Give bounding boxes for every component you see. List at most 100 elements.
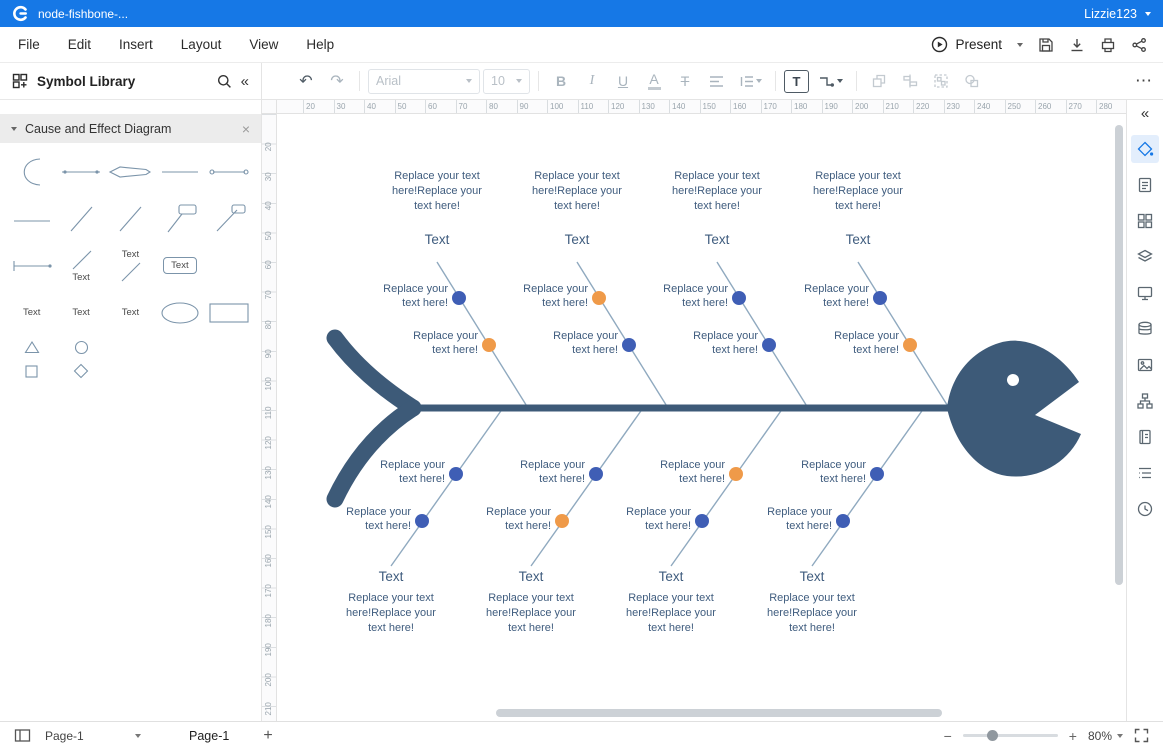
bottom-branch-line-3[interactable] xyxy=(671,408,783,566)
font-family-select[interactable]: Arial xyxy=(368,69,480,94)
collapse-library-icon[interactable]: « xyxy=(241,74,249,89)
shape-thumb-text-1[interactable]: Text xyxy=(8,290,55,335)
library-section-header[interactable]: Cause and Effect Diagram × xyxy=(0,114,261,143)
drawing-canvas[interactable]: Replace your text here! Replace your text… xyxy=(277,114,1126,721)
outline-icon[interactable] xyxy=(1131,459,1159,487)
shape-thumb-branch-box[interactable] xyxy=(206,196,253,241)
line-spacing-button[interactable] xyxy=(733,68,767,94)
fish-head[interactable] xyxy=(947,341,1081,477)
cause-dot[interactable] xyxy=(695,514,709,528)
present-options-caret-icon[interactable] xyxy=(1017,43,1023,47)
shape-combine-icon[interactable] xyxy=(958,68,986,94)
shape-thumb-line-thin[interactable] xyxy=(8,196,55,241)
horizontal-scrollbar[interactable] xyxy=(496,709,942,717)
branch-title[interactable]: Text xyxy=(765,569,859,584)
shape-thumb-branch-text[interactable]: Text xyxy=(57,243,104,288)
menu-item[interactable]: Insert xyxy=(105,37,167,52)
cause-dot[interactable] xyxy=(732,291,746,305)
underline-button[interactable]: U xyxy=(609,68,637,94)
sub-branch-label[interactable]: Replace your text here! xyxy=(641,459,725,486)
shape-thumb-line-endpoints[interactable] xyxy=(206,149,253,194)
branch-title[interactable]: Text xyxy=(624,569,718,584)
cause-dot[interactable] xyxy=(555,514,569,528)
strikethrough-button[interactable]: T xyxy=(671,68,699,94)
sub-branch-label[interactable]: Replace your text here! xyxy=(467,506,551,533)
fullscreen-icon[interactable] xyxy=(1134,728,1149,743)
menu-item[interactable]: Help xyxy=(292,37,348,52)
sub-branch-label[interactable]: Replace your text here! xyxy=(607,506,691,533)
shape-thumb-text-2[interactable]: Text xyxy=(57,290,104,335)
branch-title[interactable]: Text xyxy=(484,569,578,584)
search-icon[interactable] xyxy=(217,74,232,89)
sub-branch-label[interactable]: Replace your text here! xyxy=(785,283,869,310)
cause-dot[interactable] xyxy=(622,338,636,352)
italic-button[interactable]: I xyxy=(578,68,606,94)
sub-branch-label[interactable]: Replace your text here! xyxy=(815,330,899,357)
cause-dot[interactable] xyxy=(452,291,466,305)
sub-branch-label[interactable]: Replace your text here! xyxy=(504,283,588,310)
shape-thumb-spine[interactable] xyxy=(107,149,154,194)
sub-branch-label[interactable]: Replace your text here! xyxy=(674,330,758,357)
shape-thumb-triangle[interactable] xyxy=(8,337,55,357)
redo-button[interactable]: ↷ xyxy=(323,68,351,94)
zoom-in-button[interactable]: + xyxy=(1069,728,1077,744)
cause-dot[interactable] xyxy=(762,338,776,352)
history-icon[interactable] xyxy=(1131,495,1159,523)
structure-icon[interactable] xyxy=(1131,387,1159,415)
username[interactable]: Lizzie123 xyxy=(1084,7,1137,21)
connector-tool-button[interactable] xyxy=(812,68,848,94)
shape-thumb-text-branch[interactable]: Text xyxy=(107,243,154,288)
branch-title[interactable]: Text xyxy=(530,232,624,247)
text-tool-button[interactable]: T xyxy=(784,70,809,93)
sub-branch-label[interactable]: Replace your text here! xyxy=(364,283,448,310)
shape-thumb-diagonal-2[interactable] xyxy=(107,196,154,241)
symbol-library-icon[interactable] xyxy=(1131,207,1159,235)
font-size-select[interactable]: 10 xyxy=(483,69,530,94)
shape-thumb-main-line[interactable] xyxy=(57,149,104,194)
sub-branch-label[interactable]: Replace your text here! xyxy=(534,330,618,357)
shape-thumb-fish-head-arc[interactable] xyxy=(8,149,55,194)
fill-style-icon[interactable] xyxy=(1131,135,1159,163)
sub-branch-label[interactable]: Replace your text here! xyxy=(361,459,445,486)
add-page-button[interactable]: + xyxy=(263,728,272,744)
cause-dot[interactable] xyxy=(836,514,850,528)
font-color-button[interactable]: A xyxy=(640,68,668,94)
cause-dot[interactable] xyxy=(592,291,606,305)
branch-caption[interactable]: Replace your text here!Replace your text… xyxy=(765,591,859,636)
shape-thumb-circle[interactable] xyxy=(57,337,104,357)
bold-button[interactable]: B xyxy=(547,68,575,94)
cause-dot[interactable] xyxy=(449,467,463,481)
menu-item[interactable]: Edit xyxy=(54,37,105,52)
print-icon[interactable] xyxy=(1100,37,1116,53)
present-button[interactable]: Present xyxy=(931,36,1002,53)
page-tab[interactable]: Page-1 xyxy=(189,729,229,743)
page-selector-dropdown[interactable]: Page-1 xyxy=(45,729,141,743)
arrange-back-icon[interactable] xyxy=(865,68,893,94)
shape-thumb-dimension-line[interactable] xyxy=(8,243,55,288)
image-icon[interactable] xyxy=(1131,351,1159,379)
shape-thumb-text-label-box[interactable]: Text xyxy=(156,243,203,288)
data-icon[interactable] xyxy=(1131,315,1159,343)
bottom-branch-line-2[interactable] xyxy=(531,408,643,566)
branch-caption[interactable]: Replace your text here!Replace your text… xyxy=(624,591,718,636)
note-icon[interactable] xyxy=(1131,423,1159,451)
sub-branch-label[interactable]: Replace your text here! xyxy=(748,506,832,533)
cause-dot[interactable] xyxy=(903,338,917,352)
branch-caption[interactable]: Replace your text here!Replace your text… xyxy=(670,169,764,214)
cause-dot[interactable] xyxy=(729,467,743,481)
undo-button[interactable]: ↶ xyxy=(292,68,320,94)
bottom-branch-line-4[interactable] xyxy=(812,408,924,566)
page-view-icon[interactable] xyxy=(14,728,31,743)
align-button[interactable] xyxy=(702,68,730,94)
branch-caption[interactable]: Replace your text here!Replace your text… xyxy=(390,169,484,214)
sub-branch-label[interactable]: Replace your text here! xyxy=(501,459,585,486)
zoom-slider-handle[interactable] xyxy=(987,730,998,741)
more-options-icon[interactable]: ⋯ xyxy=(1135,71,1153,91)
shape-thumb-ellipse[interactable] xyxy=(156,290,203,335)
branch-caption[interactable]: Replace your text here!Replace your text… xyxy=(530,169,624,214)
menu-item[interactable]: File xyxy=(4,37,54,52)
shape-thumb-rectangle[interactable] xyxy=(206,290,253,335)
menu-item[interactable]: View xyxy=(235,37,292,52)
shape-thumb-square[interactable] xyxy=(8,361,55,381)
cause-dot[interactable] xyxy=(415,514,429,528)
